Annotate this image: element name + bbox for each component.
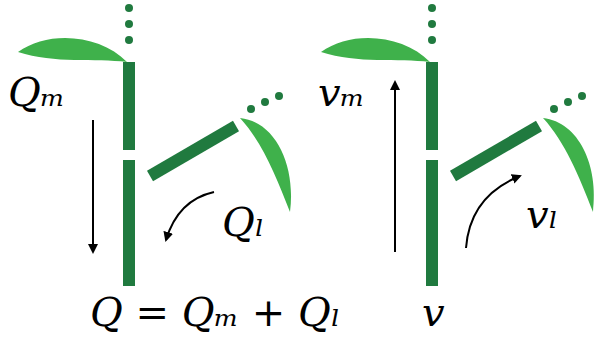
equation-label: Q = Qₘ + Qₗ bbox=[90, 292, 341, 332]
left-plant bbox=[18, 4, 291, 286]
symbol-label: v bbox=[422, 292, 445, 332]
flow-arrow bbox=[166, 192, 214, 240]
symbol-label: vₗ bbox=[526, 194, 558, 234]
right-plant bbox=[321, 4, 594, 286]
symbol-label: Qₘ bbox=[8, 72, 65, 112]
velocity-arrow bbox=[394, 82, 396, 252]
symbol-label: Qₗ bbox=[222, 202, 265, 242]
velocity-arrow bbox=[466, 176, 520, 248]
flow-arrow bbox=[92, 120, 94, 252]
symbol-label: vₘ bbox=[318, 72, 365, 112]
